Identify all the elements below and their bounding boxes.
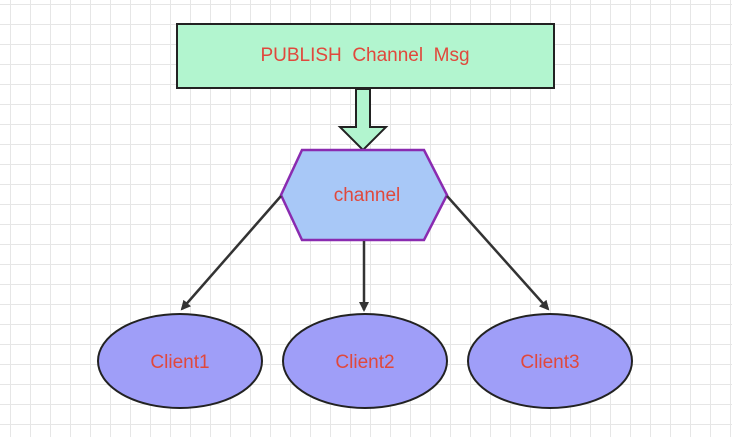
client3-node xyxy=(467,313,633,409)
client1-node xyxy=(97,313,263,409)
client2-label: Client2 xyxy=(335,352,394,373)
client2-node xyxy=(282,313,448,409)
client1-label: Client1 xyxy=(150,352,209,373)
channel-label: channel xyxy=(334,185,401,206)
arrow-to-client1 xyxy=(180,195,282,311)
publish-box xyxy=(176,23,555,89)
client3-label: Client3 xyxy=(520,352,579,373)
publish-box-label: PUBLISH Channel Msg xyxy=(260,45,469,66)
channel-hexagon xyxy=(279,148,449,242)
publish-to-channel-arrow xyxy=(337,88,389,152)
arrow-to-client3 xyxy=(446,195,550,311)
